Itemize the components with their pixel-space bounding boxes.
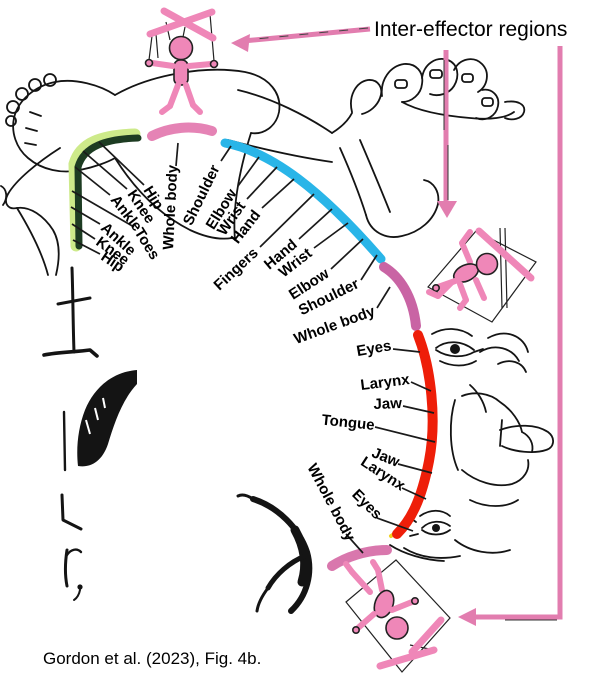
label-leader-lines [70,141,436,554]
figure-caption: Gordon et al. (2023), Fig. 4b. [43,649,262,668]
arc-label-jaw-1: Jaw [373,395,402,413]
arm-arc [220,138,386,264]
cortical-arcs [68,122,438,571]
arc-labels: Hip Knee Ankle Toes Ankle Knee Hip Whole… [93,162,411,544]
arrow-to-top-puppet [231,26,371,52]
arc-label-eyes-2: Eyes [348,486,385,523]
ink-sketch-marks [42,266,137,601]
foot-arc-light-edge [68,128,141,252]
annotation-arrows [231,26,563,626]
marionette-puppet-bottom-icon [343,559,451,673]
bird-stroke-mark [236,493,313,614]
arc-label-tongue: Tongue [321,412,376,434]
inter-effector-arc-mid [379,262,421,331]
marionette-puppet-right-icon [426,227,537,323]
arc-label-whole-body-bottom: Whole body [303,461,358,545]
fist-icon [227,58,526,238]
arc-label-eyes-1: Eyes [355,337,392,360]
face-icon [389,328,554,562]
marionette-puppet-top-icon [144,7,219,115]
arc-label-whole-body-top: Whole body [160,164,181,250]
arrow-to-right-puppet [437,50,457,218]
inter-effector-regions-label: Inter-effector regions [374,18,568,41]
inter-effector-arc-top [147,122,217,141]
face-arc [392,330,438,539]
inter-effector-arc-bottom [327,545,392,571]
arrow-to-bottom-puppet [458,46,563,626]
arc-label-fingers: Fingers [211,244,262,293]
arc-label-larynx-1: Larynx [360,371,412,394]
foot-arc [74,134,142,250]
